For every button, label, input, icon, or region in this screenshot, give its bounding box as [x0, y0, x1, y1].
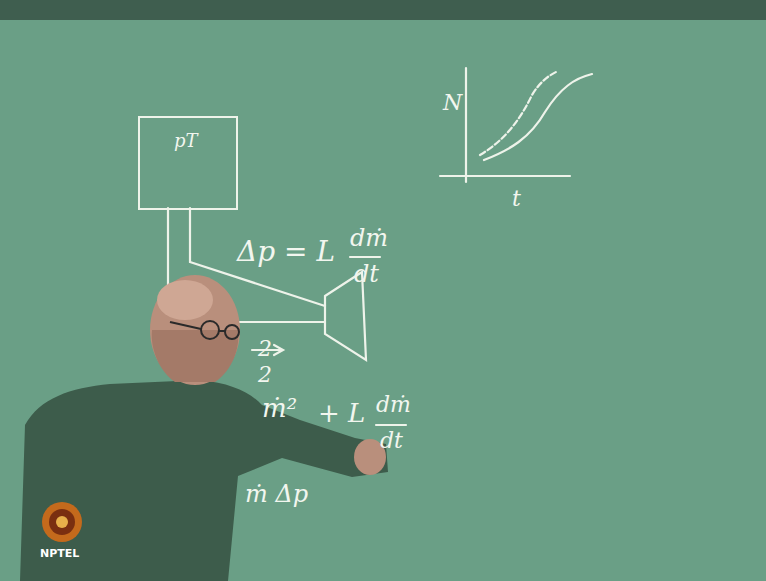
axis-label: N: [443, 92, 462, 114]
axis-label: t: [512, 188, 521, 210]
chalk-drawing: [168, 68, 592, 425]
nptel-emblem: [42, 502, 82, 542]
fraction-denominator: dt: [380, 430, 403, 452]
equation-text: ṁ²: [262, 395, 297, 421]
tank-label: pT: [174, 132, 222, 150]
fraction-numerator: dṁ: [350, 226, 388, 250]
exponent-text: 2: [258, 338, 272, 360]
fraction-denominator: dt: [354, 262, 379, 286]
equation-text: + L: [318, 400, 365, 426]
tank-box: pT: [138, 116, 238, 210]
lecturer-figure: [20, 275, 388, 581]
equation-text: ṁ Δp: [245, 482, 308, 506]
logo-text: NPTEL: [40, 548, 79, 559]
equation-text: Δp = L: [237, 238, 335, 266]
exponent-text: 2: [258, 364, 272, 386]
fraction-numerator: dṁ: [376, 394, 411, 416]
board-top-frame: [0, 0, 766, 20]
